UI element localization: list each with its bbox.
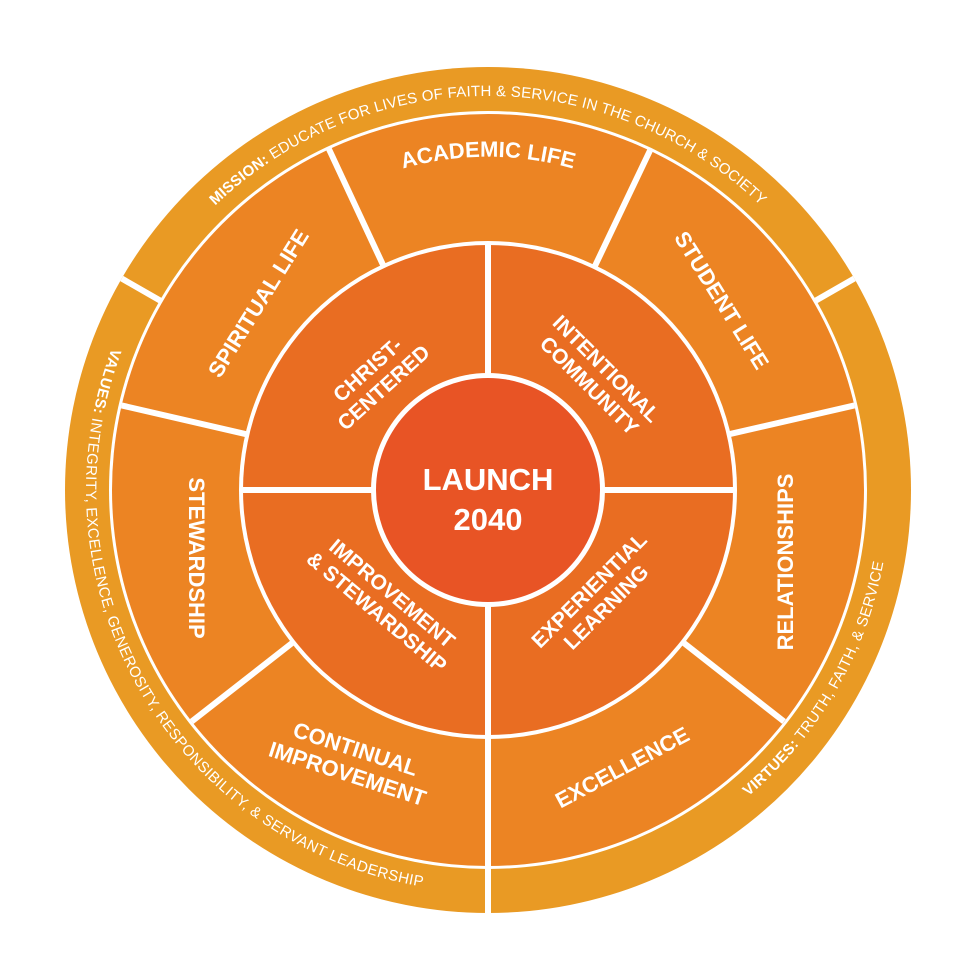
outer-divider-mission-values	[120, 275, 163, 304]
middle-label-relationships: RELATIONSHIPS	[773, 474, 798, 651]
center-circle: LAUNCH 2040	[371, 373, 605, 607]
center-title-line2: 2040	[454, 502, 523, 537]
middle-divider	[189, 639, 297, 724]
center-title-line1: LAUNCH	[423, 462, 554, 497]
svg-text:RELATIONSHIPS: RELATIONSHIPS	[773, 474, 798, 651]
middle-divider	[679, 639, 786, 724]
svg-text:STEWARDSHIP: STEWARDSHIP	[184, 477, 209, 638]
middle-divider	[326, 147, 387, 269]
middle-label-stewardship: STEWARDSHIP	[184, 477, 209, 638]
middle-divider	[120, 402, 249, 438]
outer-divider-mission-virtues	[813, 275, 856, 304]
middle-divider	[726, 402, 856, 438]
middle-divider	[591, 149, 653, 270]
